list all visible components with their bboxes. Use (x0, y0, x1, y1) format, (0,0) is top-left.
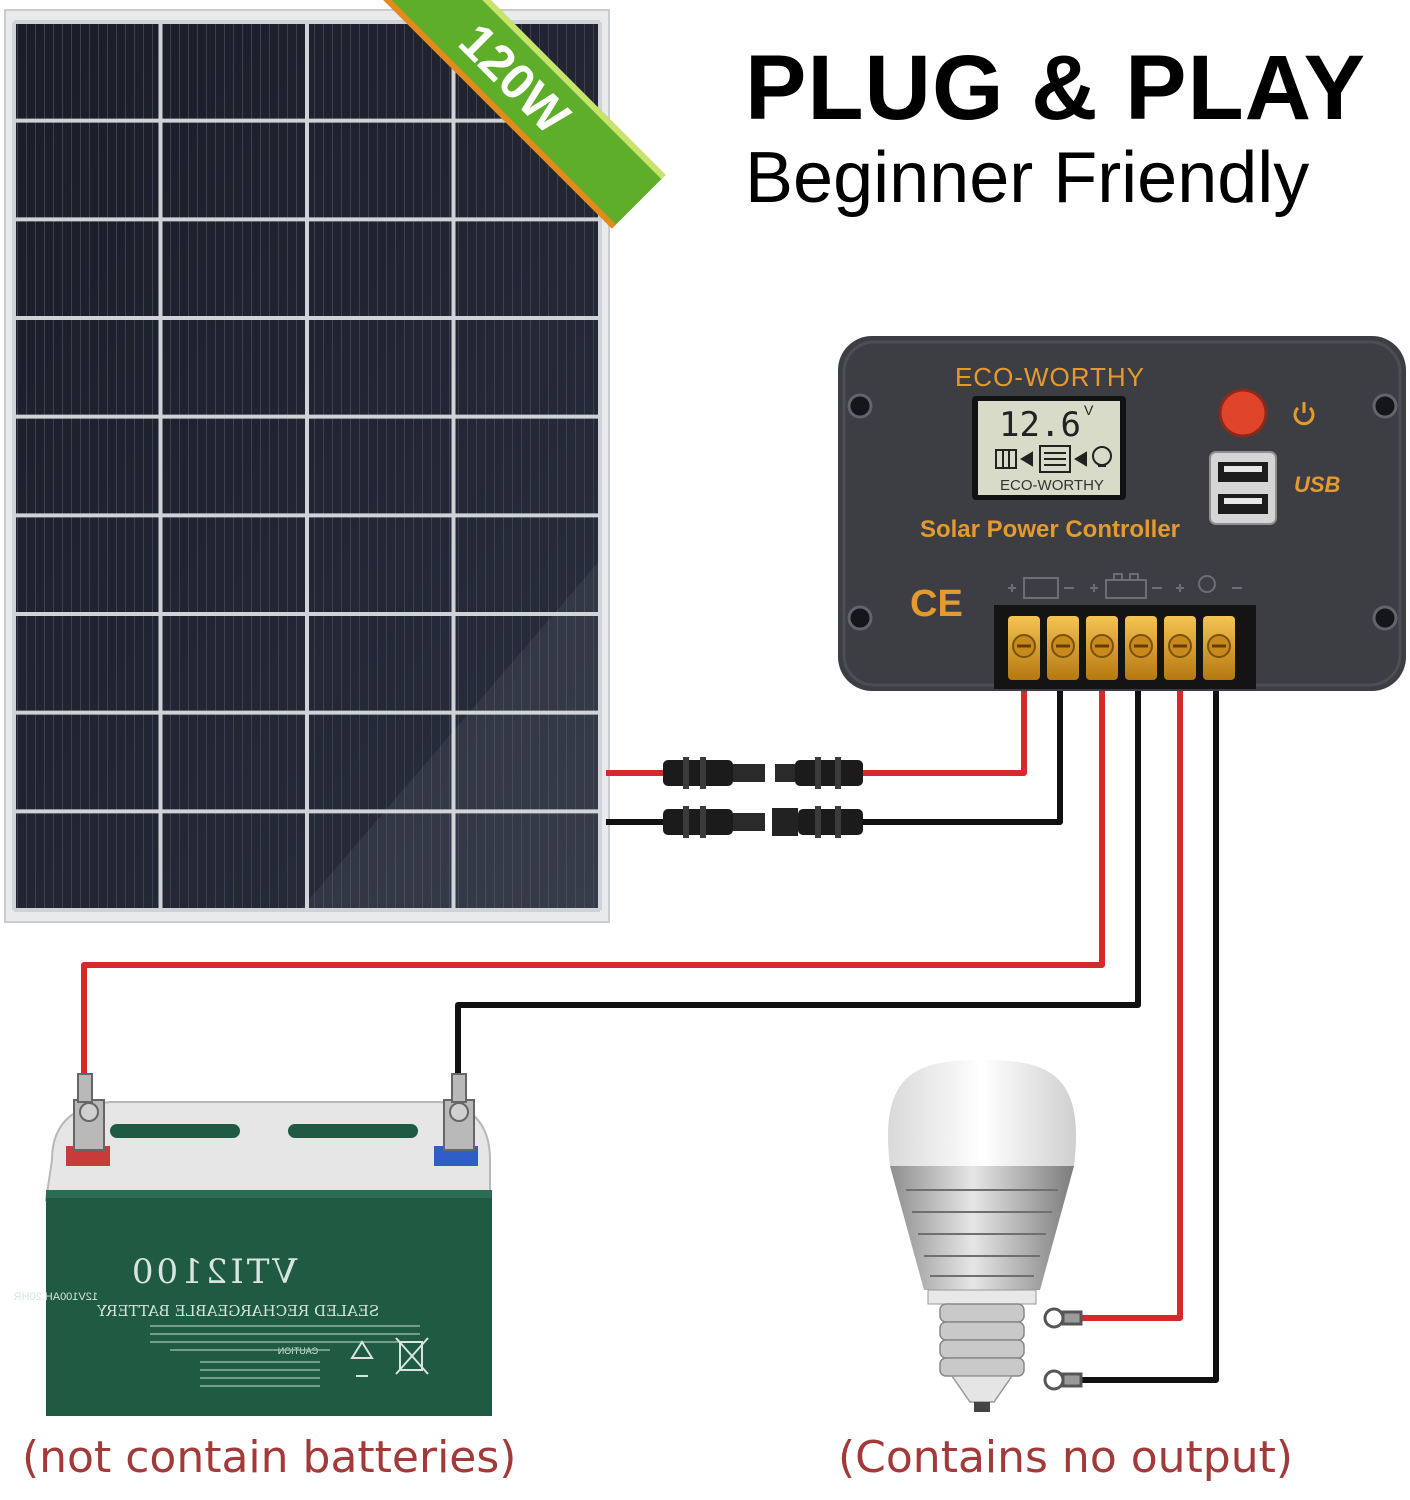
lcd-voltage: 12.6 (999, 405, 1081, 445)
terminal-symbols (1008, 573, 1242, 599)
wire-panel-negative-out (860, 690, 1063, 825)
mc4-connector-left-top (663, 757, 765, 789)
terminal-screw (1047, 616, 1079, 680)
headline-title: PLUG & PLAY (745, 37, 1367, 139)
terminal-screw (1203, 616, 1235, 680)
charge-controller: ECO-WORTHY 12.6 V ECO-WORTHY (838, 336, 1406, 691)
battery-icon: VTI2100 12V100AH.20HR SEALED RECHARGEABL… (14, 1073, 492, 1416)
battery-terminal-positive (73, 1073, 105, 1151)
headline: PLUG & PLAY Beginner Friendly (745, 40, 1405, 220)
mc4-connectors (663, 757, 863, 838)
battery-terminal-negative (443, 1073, 475, 1151)
battery-model: VTI2100 (129, 1252, 298, 1292)
terminal-block (994, 605, 1256, 689)
battery-type: SEALED RECHARGEABLE BATTERY (96, 1302, 379, 1320)
headline-subtitle: Beginner Friendly (745, 138, 1310, 218)
controller-brand: ECO-WORTHY (955, 362, 1145, 392)
power-icon (1293, 402, 1315, 426)
battery-caption: (not contain batteries) (22, 1432, 517, 1483)
terminal-screw (1125, 616, 1157, 680)
wire-battery-negative (455, 690, 1141, 1075)
terminal-screw (1086, 616, 1118, 680)
usb-ports (1209, 451, 1277, 525)
battery-caution: CAUTION (278, 1346, 319, 1356)
wire-panel-positive-out (860, 690, 1027, 776)
wire-battery-positive (81, 690, 1105, 1075)
panel-cell-grid (12, 20, 602, 912)
ce-mark: CE (910, 583, 963, 625)
mc4-connector-right-top (775, 757, 863, 789)
mc4-connector-right-bottom (772, 806, 863, 838)
solar-panel-icon (4, 9, 610, 923)
battery-fine-print (150, 1325, 420, 1387)
controller-product-name: Solar Power Controller (920, 516, 1180, 543)
wire-load-negative (1080, 690, 1219, 1383)
wire-load-positive (1080, 690, 1183, 1321)
ring-lugs (1043, 1307, 1083, 1391)
lcd-unit: V (1084, 402, 1094, 418)
bulb-icon (887, 1060, 1077, 1412)
wiring (81, 690, 1219, 1383)
usb-icon: USB (1294, 472, 1341, 497)
power-button (1218, 388, 1268, 438)
lcd-brand: ECO-WORTHY (1000, 477, 1104, 494)
terminal-screw (1164, 616, 1196, 680)
lcd-flow-icon (995, 445, 1112, 473)
mc4-connector-left-bottom (663, 806, 765, 838)
lcd-display: 12.6 V ECO-WORTHY (972, 396, 1126, 500)
terminal-screw (1008, 616, 1040, 680)
no-dispose-icon (395, 1337, 429, 1375)
battery-spec: 12V100AH.20HR (14, 1291, 98, 1303)
bulb-caption: (Contains no output) (838, 1432, 1294, 1483)
recycle-icon (350, 1340, 374, 1377)
